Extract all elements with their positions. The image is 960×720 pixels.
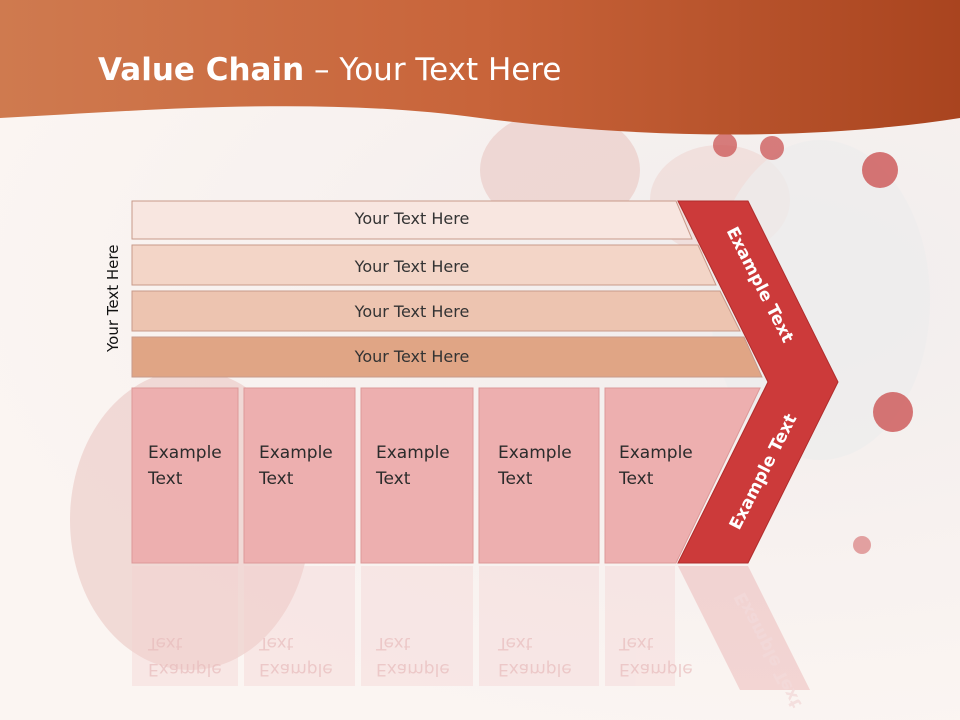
row-bar-4	[131, 336, 763, 378]
cell-reflection-3-line-1: Example	[376, 659, 450, 679]
cell-3-line-2: Text	[376, 469, 411, 489]
cell-box-2	[243, 387, 356, 564]
cell-reflection-4: Example Text	[498, 630, 572, 682]
title-bold: Value Chain	[98, 52, 305, 88]
cell-text-5: Example Text	[619, 440, 693, 492]
cell-reflection-2-line-1: Example	[259, 659, 333, 679]
cell-text-2: Example Text	[259, 440, 333, 492]
row-label-4: Your Text Here	[354, 347, 470, 366]
title-band	[0, 0, 960, 135]
row-bar-1	[131, 200, 693, 240]
cell-4-line-2: Text	[498, 469, 533, 489]
cell-reflection-3-line-2: Text	[376, 633, 411, 653]
cell-reflection-5: Example Text	[619, 630, 693, 682]
row-label-2: Your Text Here	[354, 257, 470, 276]
cell-3-line-1: Example	[376, 443, 450, 463]
cell-box-3	[360, 387, 474, 564]
cell-reflection-1: Example Text	[148, 630, 222, 682]
cell-1-line-1: Example	[148, 443, 222, 463]
cell-text-1: Example Text	[148, 440, 222, 492]
row-bar-2	[131, 244, 717, 286]
title-rest: – Your Text Here	[304, 52, 562, 88]
cell-reflection-2-line-2: Text	[259, 633, 294, 653]
cell-reflection-4-line-2: Text	[498, 633, 533, 653]
row-bar-3	[131, 290, 741, 332]
cell-5-line-1: Example	[619, 443, 693, 463]
cell-box-4	[478, 387, 600, 564]
cell-reflection-4-line-1: Example	[498, 659, 572, 679]
cell-reflection-5-line-2: Text	[619, 633, 654, 653]
cell-box-5	[604, 387, 761, 564]
row-label-3: Your Text Here	[354, 302, 470, 321]
page-title: Value Chain – Your Text Here	[98, 52, 561, 88]
cell-1-line-2: Text	[148, 469, 183, 489]
cell-4-line-1: Example	[498, 443, 572, 463]
row-label-1: Your Text Here	[354, 209, 470, 228]
cell-5-line-2: Text	[619, 469, 654, 489]
cell-reflection-2: Example Text	[259, 630, 333, 682]
cell-reflection-1-line-2: Text	[148, 633, 183, 653]
cell-reflection-1-line-1: Example	[148, 659, 222, 679]
cell-box-1	[131, 387, 239, 564]
cell-reflection-3: Example Text	[376, 630, 450, 682]
cell-2-line-1: Example	[259, 443, 333, 463]
chevron-arrow	[677, 200, 839, 564]
cell-text-3: Example Text	[376, 440, 450, 492]
cell-2-line-2: Text	[259, 469, 294, 489]
cell-text-4: Example Text	[498, 440, 572, 492]
cell-reflection-5-line-1: Example	[619, 659, 693, 679]
